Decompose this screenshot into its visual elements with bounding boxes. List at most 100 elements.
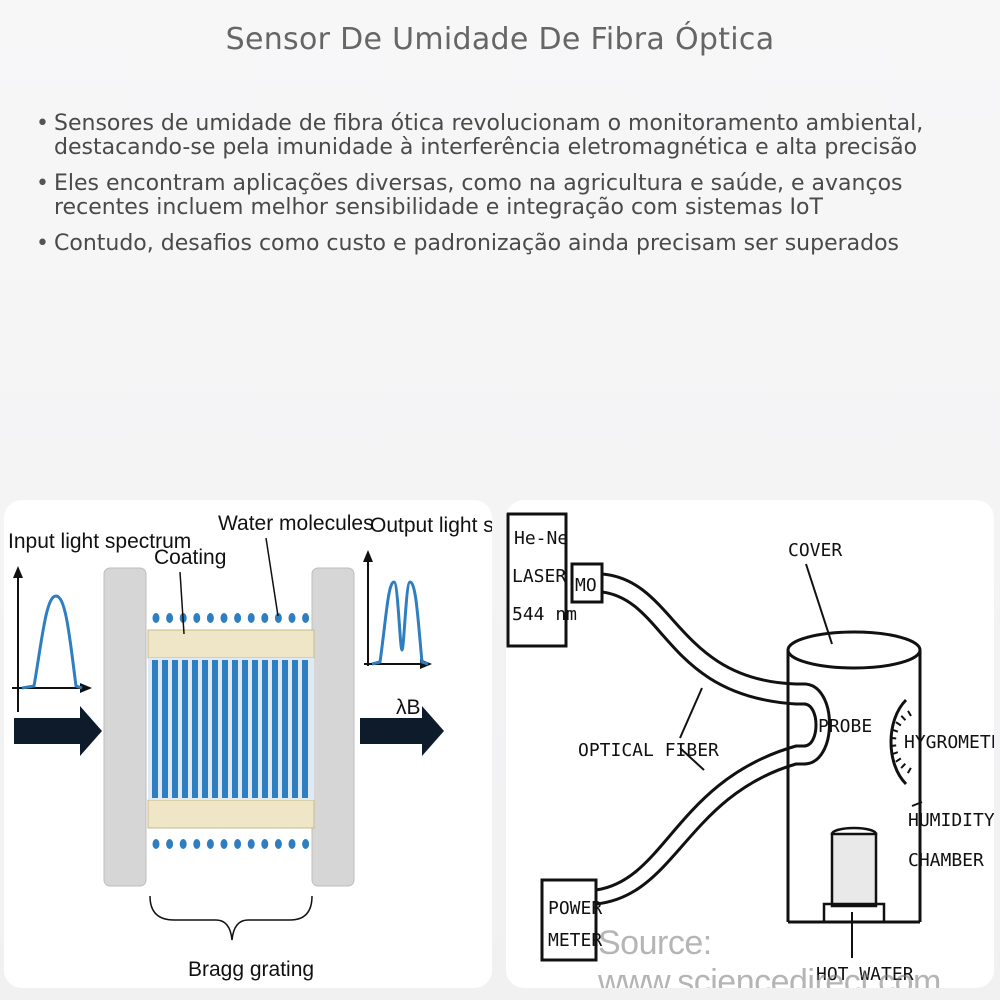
grating-stripe [192,660,198,798]
input-spectrum-plot [12,566,92,712]
water-molecule [261,613,269,623]
chamber-diagram-panel: He-Ne LASER 544 nm MO POWER METER COVER [506,500,994,988]
output-spectrum-plot [363,550,432,669]
water-molecule [166,839,174,849]
grating-stripe [232,660,238,798]
bullet-item: Eles encontram aplicações diversas, como… [30,172,930,220]
hygrometer-tick [895,757,902,763]
output-arrow [360,706,444,756]
hygrometer-tick [891,751,899,756]
grating-stripe [272,660,278,798]
grating-stripe [222,660,228,798]
hygrometer-tick [900,715,907,721]
lambda-label: λB [396,696,421,719]
coating-label: Coating [154,546,226,569]
bullet-item: Sensores de umidade de fibra ótica revol… [30,112,930,160]
water-molecules [152,613,310,849]
water-molecule [166,613,174,623]
laser-box [506,512,568,648]
fiber-pointer-upper [679,687,703,739]
source-watermark: Source: www.sciencedirect.com [598,924,941,988]
laser-label-line3: 544 nm [512,604,577,625]
grating-stripe [172,660,178,798]
water-molecule [234,613,242,623]
water-molecule [274,613,282,623]
water-molecules-label: Water molecules [218,512,374,535]
water-molecule [234,839,242,849]
grating-stripe [262,660,268,798]
heater-base [822,902,886,924]
power-label-line1: POWER [548,898,602,919]
water-container [830,832,878,908]
bottom-coating [147,799,315,829]
power-label-line2: METER [548,930,602,951]
grating-stripe [292,660,298,798]
fiber-upper-a [601,572,806,686]
grating-stripe [212,660,218,798]
grating-stripe [252,660,258,798]
chamber-diagram: He-Ne LASER 544 nm MO POWER METER COVER [506,512,994,985]
hygrometer-label: HYGROMETER [904,732,994,753]
water-pointer [265,537,279,617]
mo-label: MO [575,575,597,596]
mo-box [570,562,604,604]
fbg-diagram: Input light spectrum Output light spectr… [8,512,492,981]
grating-stripe [302,660,308,798]
humidity-label-line1: HUMIDITY [908,810,994,831]
cover-pointer [805,563,833,645]
water-molecule [152,839,160,849]
water-molecule [220,613,228,623]
water-molecule [179,839,187,849]
bragg-grating-label: Bragg grating [188,958,314,981]
water-molecule [247,839,255,849]
grating-stripes [152,660,308,798]
bullet-item: Contudo, desafios como custo e padroniza… [30,232,930,257]
grating-stripe [202,660,208,798]
power-meter-box [540,878,598,962]
left-end-cap [103,567,147,887]
grating-stripe [282,660,288,798]
top-coating [147,629,315,659]
water-molecule [247,613,255,623]
hygrometer-tick [890,736,897,740]
laser-label-line2: LASER [512,566,566,587]
right-end-cap [311,567,355,887]
water-molecule [206,839,214,849]
grating-stripe [182,660,188,798]
grating-stripe [162,660,168,798]
hygrometer-tick [900,763,907,769]
hygrometer-tick [890,744,897,748]
input-spectrum-label: Input light spectrum [8,530,191,553]
water-molecule [302,839,310,849]
probe-label: PROBE [818,716,872,737]
output-spectrum-label: Output light spectrum [370,514,492,537]
hygrometer-tick [895,721,902,727]
grating-stripe [152,660,158,798]
probe-loop [803,682,831,766]
water-molecule [288,613,296,623]
page-title: Sensor De Umidade De Fibra Óptica [225,22,775,57]
fiber-lower-b [595,762,806,906]
coating-pointer [179,571,185,635]
water-molecule [220,839,228,849]
humidity-pointer [911,801,923,807]
hygrometer-tick [891,728,899,733]
probe-loop-inner [803,702,818,748]
cover-label: COVER [788,540,842,561]
water-molecule [288,839,296,849]
water-molecule [206,613,214,623]
hot-water-label: HOT WATER [816,964,914,985]
input-arrow [14,706,102,756]
hygrometer-tick [906,767,912,774]
water-molecule [274,839,282,849]
fiber-lower-a [595,744,806,892]
bullet-list: Sensores de umidade de fibra ótica revol… [30,112,930,268]
water-molecule [193,839,201,849]
hygrometer-dial [889,698,908,786]
fiber-upper-b [601,590,806,706]
bragg-brace [149,895,313,941]
optical-fiber-label: OPTICAL FIBER [578,740,719,761]
humidity-label-line2: CHAMBER [908,850,984,871]
water-molecule [193,613,201,623]
chamber-top [786,630,922,670]
